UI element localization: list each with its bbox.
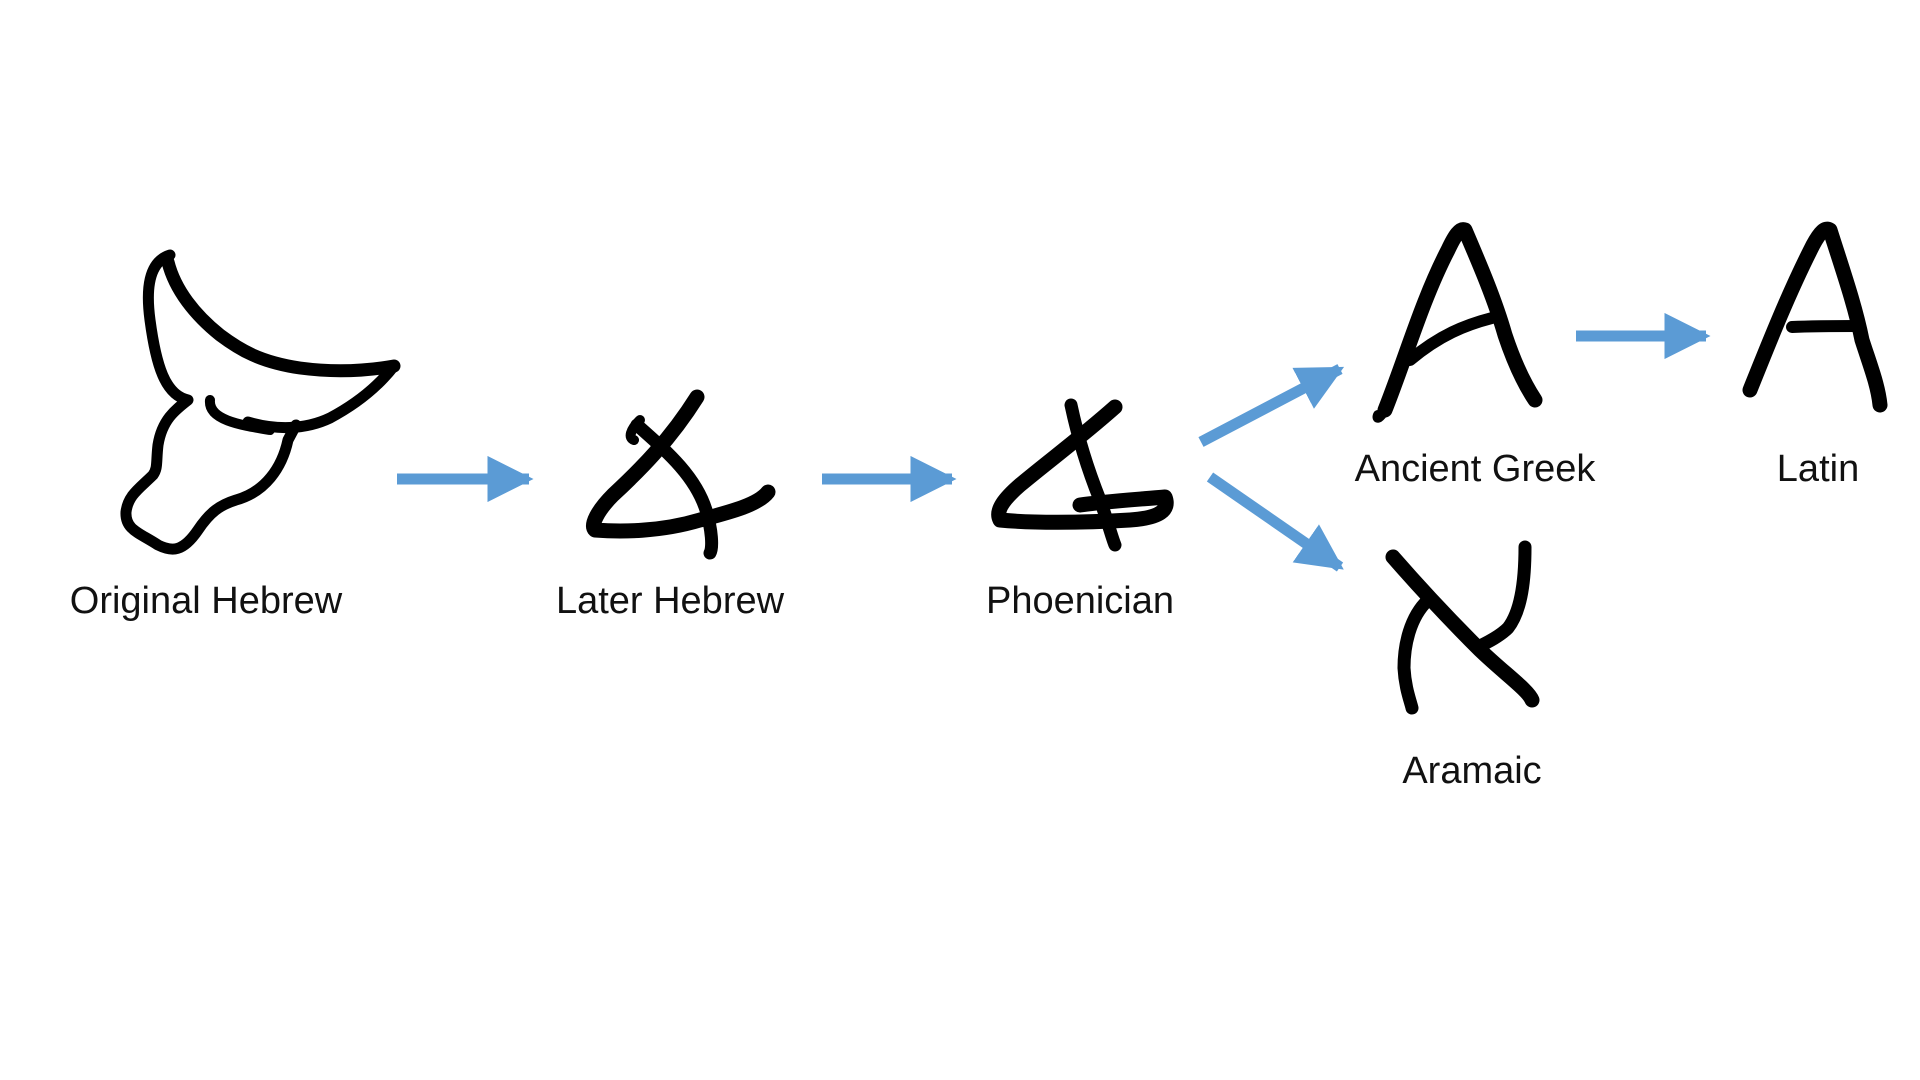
arrow-phoenician-to-aramaic: [1206, 472, 1344, 572]
label-phoenician: Phoenician: [985, 580, 1175, 622]
phoenician-glyph-icon: [991, 398, 1174, 552]
aramaic-glyph-icon: [1385, 540, 1540, 715]
ox-head-glyph-icon: [120, 249, 401, 555]
label-original-hebrew: Original Hebrew: [69, 580, 343, 622]
ancient-greek-a-glyph-icon: [1372, 222, 1543, 423]
label-later-hebrew: Later Hebrew: [555, 580, 785, 622]
label-aramaic: Aramaic: [1402, 750, 1542, 792]
latin-a-glyph-icon: [1742, 221, 1888, 413]
label-latin: Latin: [1776, 448, 1860, 490]
label-ancient-greek: Ancient Greek: [1354, 448, 1596, 490]
later-hebrew-glyph-icon: [586, 389, 776, 560]
arrows-group: [397, 312, 1711, 572]
arrow-phoenician-to-greek: [1198, 364, 1345, 447]
